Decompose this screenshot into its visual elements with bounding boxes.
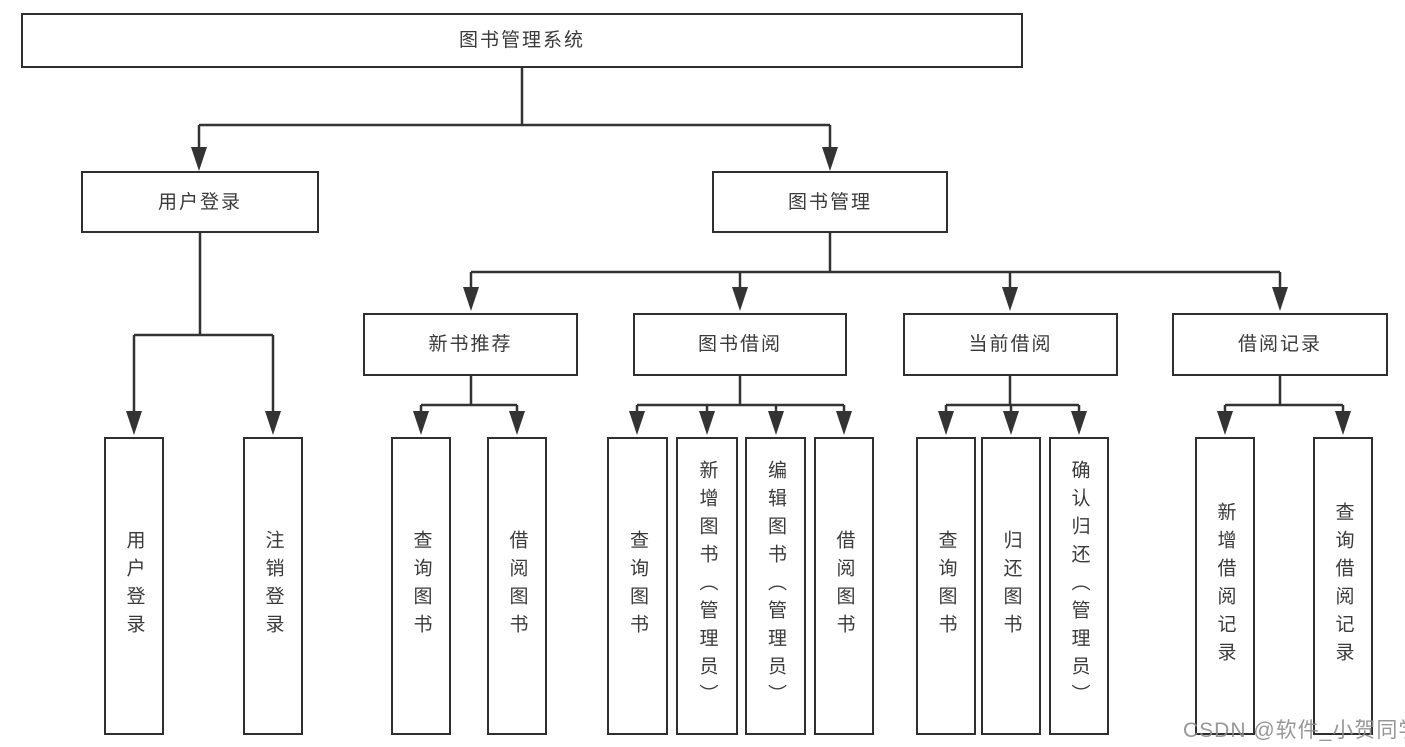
node-book-borrow: 图书借阅 — [633, 313, 847, 376]
leaf-borrow-edit-admin: 编辑图书（管理员） — [745, 437, 806, 735]
node-root-label: 图书管理系统 — [458, 30, 585, 51]
node-borrow-records: 借阅记录 — [1172, 313, 1388, 376]
leaf-user-login-label: 用户登录 — [123, 530, 145, 642]
node-root: 图书管理系统 — [21, 13, 1023, 68]
leaf-borrow-query: 查询图书 — [607, 437, 668, 735]
leaf-newbooks-query-label: 查询图书 — [410, 530, 432, 642]
node-book-mgmt: 图书管理 — [712, 171, 948, 233]
node-borrow-records-label: 借阅记录 — [1237, 334, 1322, 355]
node-current-borrow: 当前借阅 — [903, 313, 1118, 376]
leaf-logout-label: 注销登录 — [262, 530, 284, 642]
leaf-newbooks-borrow-label: 借阅图书 — [506, 530, 528, 642]
leaf-borrow-edit-admin-label: 编辑图书（管理员） — [765, 460, 786, 712]
leaf-current-confirm-admin-label: 确认归还（管理员） — [1068, 460, 1090, 712]
connector-borrow-children — [629, 376, 852, 435]
node-user-login: 用户登录 — [81, 171, 319, 233]
leaf-newbooks-query: 查询图书 — [391, 437, 451, 735]
watermark: CSDN @软件_小贺同学 — [1183, 719, 1405, 742]
node-book-borrow-label: 图书借阅 — [697, 334, 782, 355]
node-new-books: 新书推荐 — [363, 313, 578, 376]
connector-mgmt-to-level3 — [463, 233, 1288, 311]
connector-login-children — [126, 233, 281, 435]
node-new-books-label: 新书推荐 — [428, 334, 513, 355]
node-book-mgmt-label: 图书管理 — [787, 191, 872, 213]
node-current-borrow-label: 当前借阅 — [968, 334, 1053, 355]
leaf-current-return-label: 归还图书 — [1000, 530, 1022, 642]
leaf-borrow-borrow-label: 借阅图书 — [833, 530, 855, 642]
leaf-borrow-query-label: 查询图书 — [627, 530, 648, 642]
leaf-current-query-label: 查询图书 — [935, 530, 957, 642]
leaf-records-add-label: 新增借阅记录 — [1214, 502, 1236, 670]
leaf-borrow-add-admin-label: 新增图书（管理员） — [696, 460, 718, 712]
connector-current-children — [938, 376, 1087, 435]
connector-root-to-level2 — [191, 68, 838, 171]
leaf-records-query-label: 查询借阅记录 — [1332, 502, 1354, 670]
leaf-current-confirm-admin: 确认归还（管理员） — [1049, 437, 1109, 735]
leaf-logout: 注销登录 — [243, 437, 303, 735]
leaf-records-query: 查询借阅记录 — [1313, 437, 1373, 735]
leaf-user-login: 用户登录 — [104, 437, 164, 735]
node-user-login-label: 用户登录 — [157, 191, 242, 213]
leaf-current-query: 查询图书 — [916, 437, 976, 735]
leaf-borrow-add-admin: 新增图书（管理员） — [676, 437, 738, 735]
connector-records-children — [1217, 376, 1351, 435]
leaf-current-return: 归还图书 — [981, 437, 1041, 735]
leaf-newbooks-borrow: 借阅图书 — [487, 437, 547, 735]
leaf-records-add: 新增借阅记录 — [1195, 437, 1255, 735]
connector-newbooks-children — [413, 376, 525, 435]
leaf-borrow-borrow: 借阅图书 — [814, 437, 874, 735]
